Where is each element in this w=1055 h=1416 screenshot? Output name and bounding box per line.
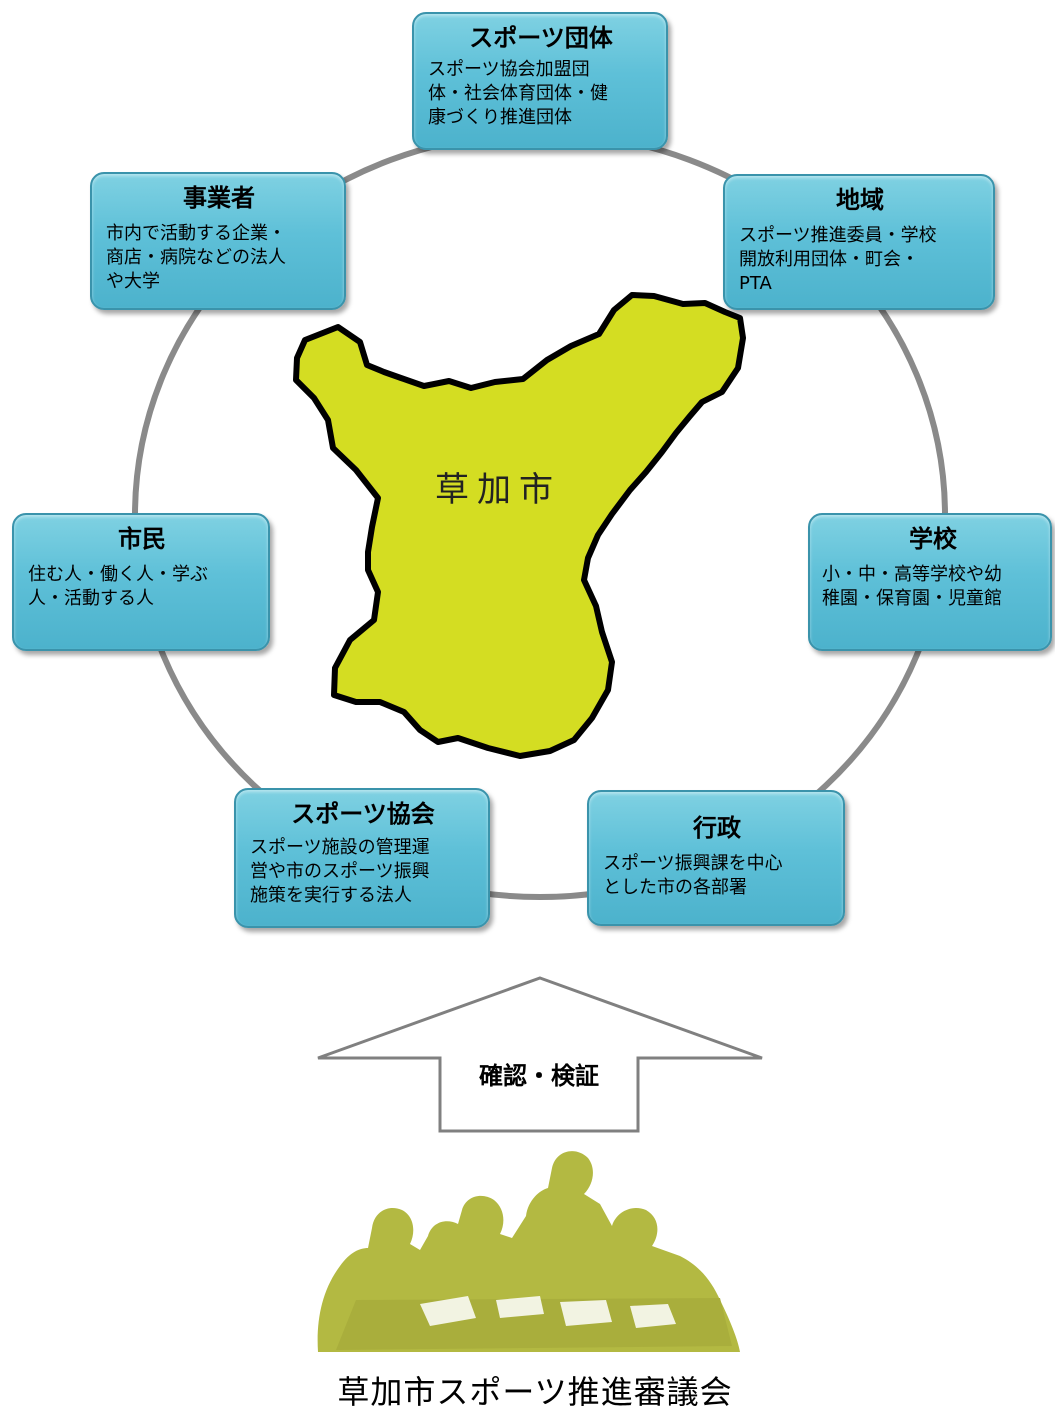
box-title: 市民 [118,525,166,553]
box-citizens: 市民 住む人・働く人・学ぶ 人・活動する人 [12,513,270,651]
box-description: 小・中・高等学校や幼 稚園・保育園・児童館 [822,564,1002,609]
box-description: スポーツ協会加盟団 体・社会体育団体・健 康づくり推進団体 [428,59,608,128]
box-title: 事業者 [183,184,255,212]
verification-label: 確認・検証 [479,1062,599,1090]
box-title: 学校 [909,525,957,553]
council-silhouette-image [317,1151,740,1352]
box-administration: 行政 スポーツ振興課を中心 とした市の各部署 [587,790,845,926]
box-sports-groups: スポーツ団体 スポーツ協会加盟団 体・社会体育団体・健 康づくり推進団体 [412,12,668,150]
box-title: スポーツ協会 [291,800,435,828]
box-description: スポーツ振興課を中心 とした市の各部署 [603,853,783,898]
box-sports-association: スポーツ協会 スポーツ施設の管理運 営や市のスポーツ振興 施策を実行する法人 [234,788,490,928]
box-description: 住む人・働く人・学ぶ 人・活動する人 [28,564,208,609]
box-title: 地域 [836,186,884,214]
box-description: スポーツ施設の管理運 営や市のスポーツ振興 施策を実行する法人 [250,837,430,906]
verification-arrow [317,976,763,1133]
city-label: 草加市 [435,470,561,510]
box-description: 市内で活動する企業・ 商店・病院などの法人 や大学 [106,223,286,292]
box-description: スポーツ推進委員・学校 開放利用団体・町会・ PTA [739,225,937,294]
box-title: スポーツ団体 [469,24,613,52]
box-title: 行政 [693,814,741,842]
box-school: 学校 小・中・高等学校や幼 稚園・保育園・児童館 [808,513,1052,651]
box-business: 事業者 市内で活動する企業・ 商店・病院などの法人 や大学 [90,172,346,310]
box-region: 地域 スポーツ推進委員・学校 開放利用団体・町会・ PTA [723,174,995,310]
council-label: 草加市スポーツ推進審議会 [337,1373,733,1411]
soka-city-map [293,292,746,759]
